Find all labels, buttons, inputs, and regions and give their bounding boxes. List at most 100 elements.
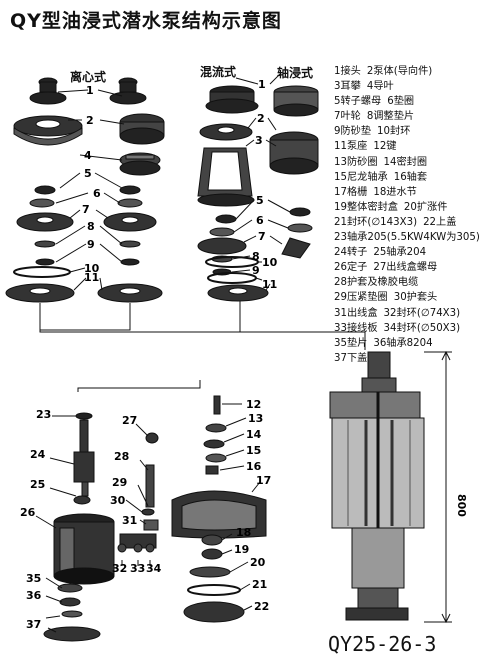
callout-18: 18 <box>236 526 251 539</box>
callout-21: 21 <box>252 578 267 591</box>
callout-2: 2 <box>86 114 94 127</box>
legend-item: 2泵体(导向件) <box>366 66 433 77</box>
callout-31: 31 <box>122 514 137 527</box>
legend-row: 23轴承205(5.5KW4KW为305) <box>334 230 500 245</box>
model-number: QY25-26-3 <box>328 632 437 656</box>
legend-item: 19整体密封盒 <box>334 201 398 213</box>
seal-callouts <box>219 403 261 611</box>
callout-13: 13 <box>248 412 263 425</box>
callout-6: 6 <box>93 187 101 200</box>
dimension-label: 800 <box>455 494 468 517</box>
callout-14: 14 <box>246 428 262 441</box>
legend-row: 11泵座 12键 <box>334 139 500 154</box>
callout-8-mixed: 8 <box>252 250 260 263</box>
legend-item: 4导叶 <box>366 81 394 93</box>
legend-item: 9防砂垫 <box>334 126 372 138</box>
legend-item: 1接头 <box>334 66 361 77</box>
part-guide-vane-icon <box>119 152 161 176</box>
legend-row: 28护套及橡胶电缆 <box>334 275 500 290</box>
legend-item: 22上盖 <box>423 216 457 228</box>
callout-10-mixed: 10 <box>262 256 278 269</box>
callout-8: 8 <box>87 220 95 233</box>
callout-27: 27 <box>122 414 137 427</box>
legend-item: 27出线盒螺母 <box>373 262 438 274</box>
legend-item: 32封环(∅74X3) <box>383 307 461 319</box>
callout-15: 15 <box>246 444 261 457</box>
callout-1-mixed: 1 <box>258 78 266 91</box>
legend-row: 29压紧垫圈 30护套头 <box>334 290 500 305</box>
legend-item: 35垫片 <box>334 337 368 349</box>
legend-item: 13防砂圈 <box>334 156 378 168</box>
label-centrifugal: 离心式 <box>70 70 107 84</box>
legend-item: 24转子 <box>334 247 368 259</box>
legend-item: 6垫圈 <box>387 96 415 108</box>
callout-30: 30 <box>110 494 126 507</box>
part-shim-icon <box>34 240 141 248</box>
callout-25: 25 <box>30 478 45 491</box>
part-rotor-nut-icon <box>34 185 141 195</box>
legend-item: 33接线板 <box>334 322 378 334</box>
legend-item: 12键 <box>373 141 397 153</box>
callout-6-mixed: 6 <box>256 214 264 227</box>
legend-item: 25轴承204 <box>373 247 427 259</box>
legend-item: 31出线盒 <box>334 307 378 319</box>
legend-row: 21封环(∅143X3)22上盖 <box>334 215 500 230</box>
callout-10: 10 <box>84 262 100 275</box>
legend-row: 9防砂垫 10封环 <box>334 124 500 139</box>
part-seal-ring-icon <box>13 266 71 278</box>
callout-20: 20 <box>250 556 266 569</box>
legend-item: 34封环(∅50X3) <box>383 322 461 334</box>
callout-22: 22 <box>254 600 269 613</box>
callout-1: 1 <box>86 84 94 97</box>
callout-36: 36 <box>26 589 42 602</box>
legend-item: 7叶轮 <box>334 111 361 123</box>
mixed-flow-pump-parts <box>197 85 319 302</box>
callout-34: 34 <box>146 562 162 575</box>
callout-16: 16 <box>246 460 262 473</box>
callout-17: 17 <box>256 474 271 487</box>
legend-item: 28护套及橡胶电缆 <box>334 277 419 289</box>
legend-item: 36轴承8204 <box>373 337 433 349</box>
label-axial: 轴浸式 <box>277 66 314 80</box>
centrifugal-callouts <box>39 89 366 350</box>
callout-37: 37 <box>26 618 41 631</box>
callout-32: 32 <box>112 562 127 575</box>
callout-23: 23 <box>36 408 51 421</box>
legend-item: 30护套头 <box>393 292 438 304</box>
callout-19: 19 <box>234 543 249 556</box>
callout-4: 4 <box>84 149 92 162</box>
part-pump-base-icon <box>5 283 163 303</box>
callout-9-mixed: 9 <box>252 264 260 277</box>
motor-parts <box>43 412 159 642</box>
legend-row: 31出线盒 32封环(∅74X3) <box>334 306 500 321</box>
motor-callouts <box>35 380 201 633</box>
legend-item: 23轴承205(5.5KW4KW为305) <box>334 232 480 244</box>
callout-28: 28 <box>114 450 129 463</box>
part-pump-body-icon <box>13 113 165 146</box>
legend-row: 35垫片 36轴承8204 <box>334 336 500 351</box>
legend-item: 20扩涨件 <box>403 201 448 213</box>
callout-29: 29 <box>112 476 127 489</box>
legend-item: 10封环 <box>377 126 411 138</box>
legend-item: 11泵座 <box>334 141 368 153</box>
callout-9: 9 <box>87 238 95 251</box>
assembled-pump-drawing <box>329 350 452 624</box>
legend-item: 29压紧垫圈 <box>334 292 388 304</box>
part-sand-pad-icon <box>35 258 140 266</box>
legend-item: 15尼龙轴承 <box>334 171 388 183</box>
callout-11: 11 <box>84 271 99 284</box>
callout-26: 26 <box>20 506 36 519</box>
callout-2-mixed: 2 <box>257 112 265 125</box>
callout-24: 24 <box>30 448 46 461</box>
seal-and-inlet-parts <box>171 395 267 623</box>
callout-7: 7 <box>82 203 90 216</box>
callout-11-mixed: 11 <box>262 278 277 291</box>
legend-item: 3耳攀 <box>334 81 361 93</box>
part-impeller-icon <box>16 212 157 232</box>
